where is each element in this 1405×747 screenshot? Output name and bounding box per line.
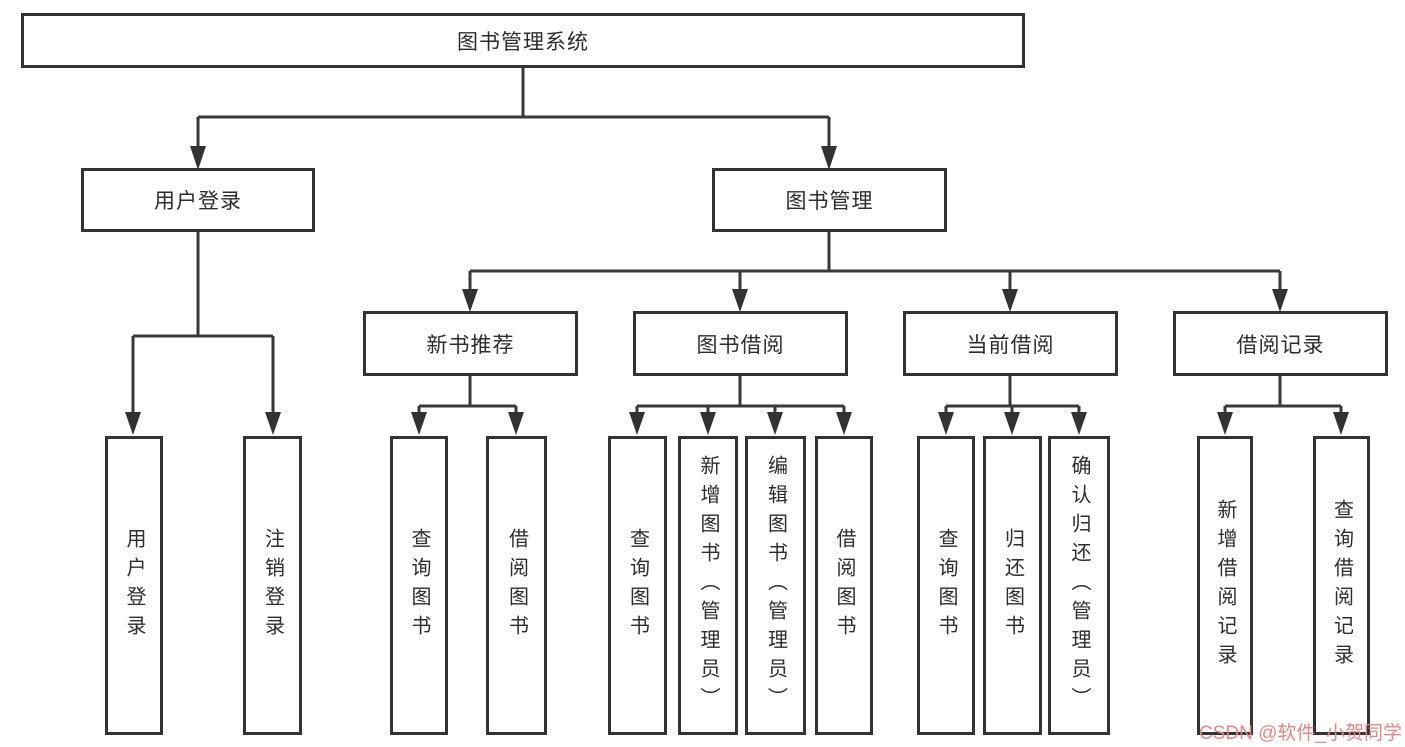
node-label: 图书管理系统 xyxy=(457,30,589,54)
node-label: 借阅记录 xyxy=(1236,333,1325,357)
leaf-label: 借阅图书 xyxy=(505,527,528,644)
node-current-borrowing: 当前借阅 xyxy=(903,311,1118,376)
leaf-user-login: 用户登录 xyxy=(105,436,163,735)
leaf-label: 新增图书（管理员） xyxy=(697,455,719,716)
node-borrowing-records: 借阅记录 xyxy=(1173,311,1388,376)
leaf-label: 查询图书 xyxy=(935,527,957,644)
leaf-confirm-return-admin: 确认归还（管理员） xyxy=(1048,436,1110,735)
leaf-label: 新增借阅记录 xyxy=(1214,498,1236,673)
leaf-return-book: 归还图书 xyxy=(983,436,1042,735)
leaf-label: 用户登录 xyxy=(123,527,145,644)
node-book-borrowing: 图书借阅 xyxy=(633,311,848,376)
node-label: 图书管理 xyxy=(785,190,874,213)
node-new-book-recommend: 新书推荐 xyxy=(363,311,578,376)
leaf-label: 编辑图书（管理员） xyxy=(764,455,787,716)
leaf-edit-book-admin: 编辑图书（管理员） xyxy=(745,436,806,735)
node-label: 当前借阅 xyxy=(966,333,1055,357)
leaf-borrow-books-recommend: 借阅图书 xyxy=(486,436,547,735)
leaf-label: 注销登录 xyxy=(261,527,284,644)
leaf-label: 确认归还（管理员） xyxy=(1068,455,1090,716)
csdn-watermark: CSDN @软件_小贺同学 xyxy=(1199,723,1402,744)
leaf-add-borrow-record: 新增借阅记录 xyxy=(1197,436,1253,735)
leaf-label: 归还图书 xyxy=(1001,527,1024,644)
leaf-query-books-borrowing: 查询图书 xyxy=(608,436,667,735)
leaf-query-borrow-record: 查询借阅记录 xyxy=(1313,436,1370,735)
node-library-management-system: 图书管理系统 xyxy=(21,13,1025,68)
leaf-label: 查询借阅记录 xyxy=(1330,498,1353,673)
node-user-login: 用户登录 xyxy=(81,168,315,232)
leaf-label: 借阅图书 xyxy=(833,527,855,644)
leaf-add-book-admin: 新增图书（管理员） xyxy=(678,436,738,735)
leaf-logout: 注销登录 xyxy=(243,436,302,735)
node-label: 图书借阅 xyxy=(696,333,785,357)
leaf-label: 查询图书 xyxy=(408,527,430,644)
leaf-label: 查询图书 xyxy=(626,527,649,644)
leaf-borrow-books-borrowing: 借阅图书 xyxy=(815,436,873,735)
node-label: 用户登录 xyxy=(154,190,242,213)
node-label: 新书推荐 xyxy=(426,333,515,357)
node-book-management: 图书管理 xyxy=(712,168,947,232)
leaf-query-books-current: 查询图书 xyxy=(917,436,975,735)
leaf-query-books-recommend: 查询图书 xyxy=(390,436,448,735)
